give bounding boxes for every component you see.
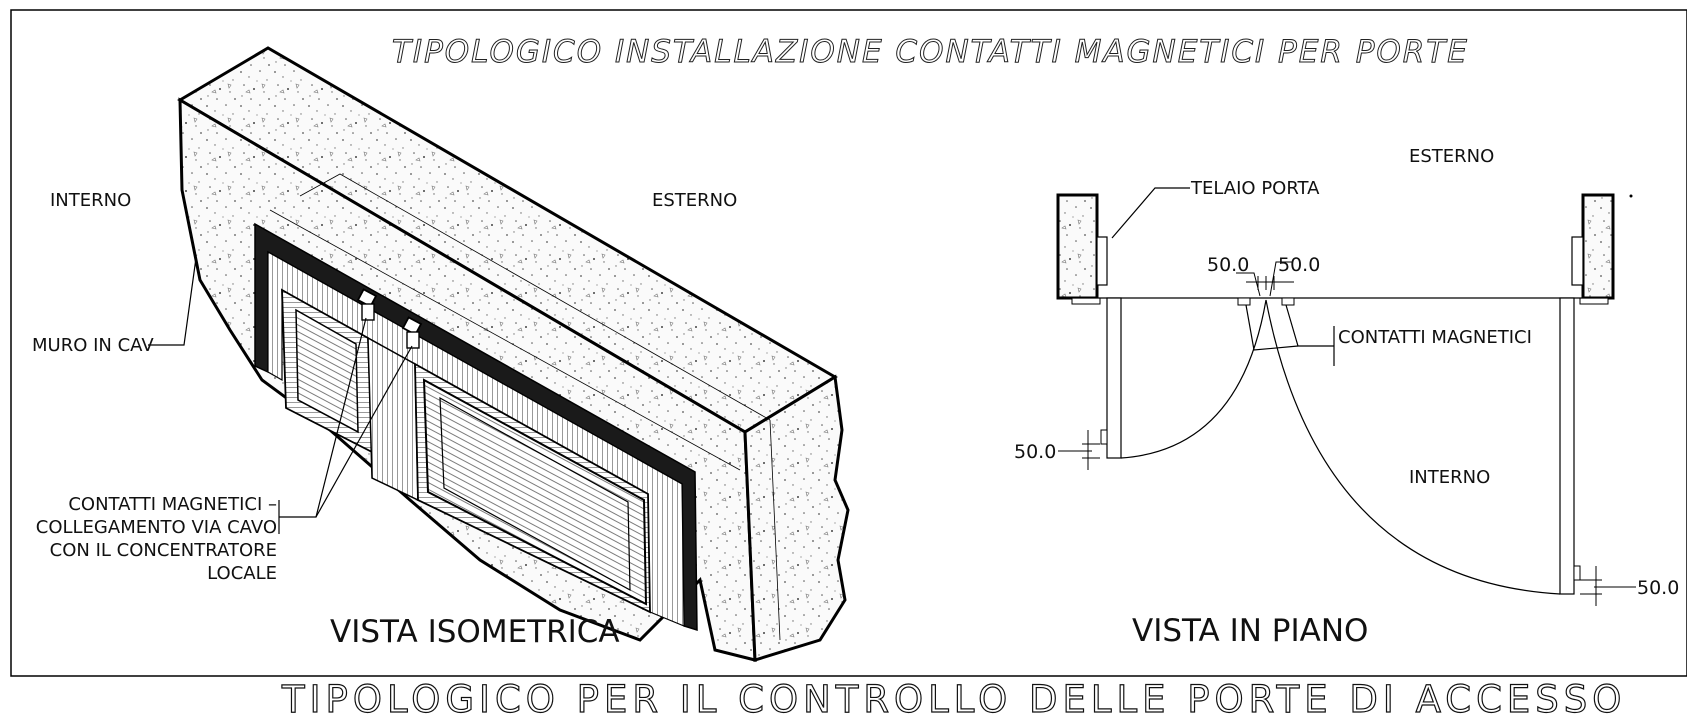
leader-contacts-2: [315, 345, 413, 518]
label-esterno-plan: ESTERNO: [1409, 146, 1494, 167]
dim-right-top-leader: [1269, 261, 1292, 297]
plan-sill-right: [1579, 297, 1609, 305]
dim-left-top: 50.0: [1207, 254, 1249, 276]
plan-frame-right: [1571, 236, 1584, 286]
plan-contact-side-right: [1573, 565, 1581, 581]
magnetic-contact-2: [401, 316, 423, 336]
dim-right-top: 50.0: [1278, 254, 1320, 276]
plan-contact-right: [1281, 297, 1295, 306]
isometric-view: INTERNO ESTERNO MURO IN CAV CONTATTI MAG…: [32, 46, 850, 663]
opening-depth-line: [299, 173, 771, 421]
callout-line-1: CONTATTI MAGNETICI –: [68, 494, 277, 515]
drawing-border: [10, 9, 1687, 677]
plan-contact-side-left: [1100, 429, 1108, 445]
plan-leaf-right: [1559, 297, 1575, 595]
label-contatti-plan: CONTATTI MAGNETICI: [1338, 327, 1532, 348]
dim-left-side: 50.0: [1014, 441, 1056, 463]
door-leaf-left-panel: [295, 308, 359, 434]
label-telaio: TELAIO PORTA: [1190, 178, 1320, 199]
magnetic-contact-1b: [361, 303, 375, 321]
plan-dot: [1629, 194, 1633, 198]
label-interno-plan: INTERNO: [1409, 467, 1490, 488]
door-leaf-right-panel: [422, 378, 648, 606]
wall-end-face: [743, 374, 850, 663]
leader-wall: [148, 257, 197, 346]
opening-depth-line-2: [269, 209, 741, 471]
magnetic-contact-1: [356, 288, 378, 308]
swing-arc-left: [1120, 299, 1267, 459]
plan-frame-left: [1096, 236, 1108, 286]
plan-wall-right: [1581, 193, 1615, 300]
swing-arc-right: [1265, 299, 1561, 595]
opening-depth-line-3: [769, 419, 781, 641]
plan-leaf-left: [1106, 297, 1122, 459]
callout-line-2: COLLEGAMENTO VIA CAVO: [36, 517, 277, 538]
plan-sill-left: [1071, 297, 1101, 305]
plan-wall-left: [1056, 193, 1099, 300]
dim-right-side: 50.0: [1637, 577, 1679, 599]
view-title-isometric: VISTA ISOMETRICA: [330, 614, 620, 650]
callout-line-3: CON IL CONCENTRATORE: [50, 540, 277, 561]
sheet-title: TIPOLOGICO PER IL CONTROLLO DELLE PORTE …: [281, 678, 1626, 719]
leader-contatti-plan: [1285, 304, 1334, 347]
dim-left-top-leader: [1236, 272, 1261, 297]
door-mullion: [367, 336, 419, 502]
view-title-plan: VISTA IN PIANO: [1132, 613, 1368, 649]
drawing-title: TIPOLOGICO INSTALLAZIONE CONTATTI MAGNET…: [392, 34, 1469, 70]
plan-view: ESTERNO TELAIO PORTA CONTATTI MAGNETICI …: [1014, 146, 1679, 649]
leader-contatti-plan-2: [1245, 304, 1299, 351]
leader-telaio: [1111, 187, 1190, 239]
plan-contact-left: [1237, 297, 1251, 306]
callout-line-4: LOCALE: [207, 563, 277, 584]
magnetic-contact-2b: [406, 331, 420, 349]
label-esterno-iso: ESTERNO: [652, 190, 737, 211]
label-interno-iso: INTERNO: [50, 190, 131, 211]
door-leaf-right-inner: [439, 396, 631, 592]
label-muro: MURO IN CAV: [32, 335, 154, 356]
